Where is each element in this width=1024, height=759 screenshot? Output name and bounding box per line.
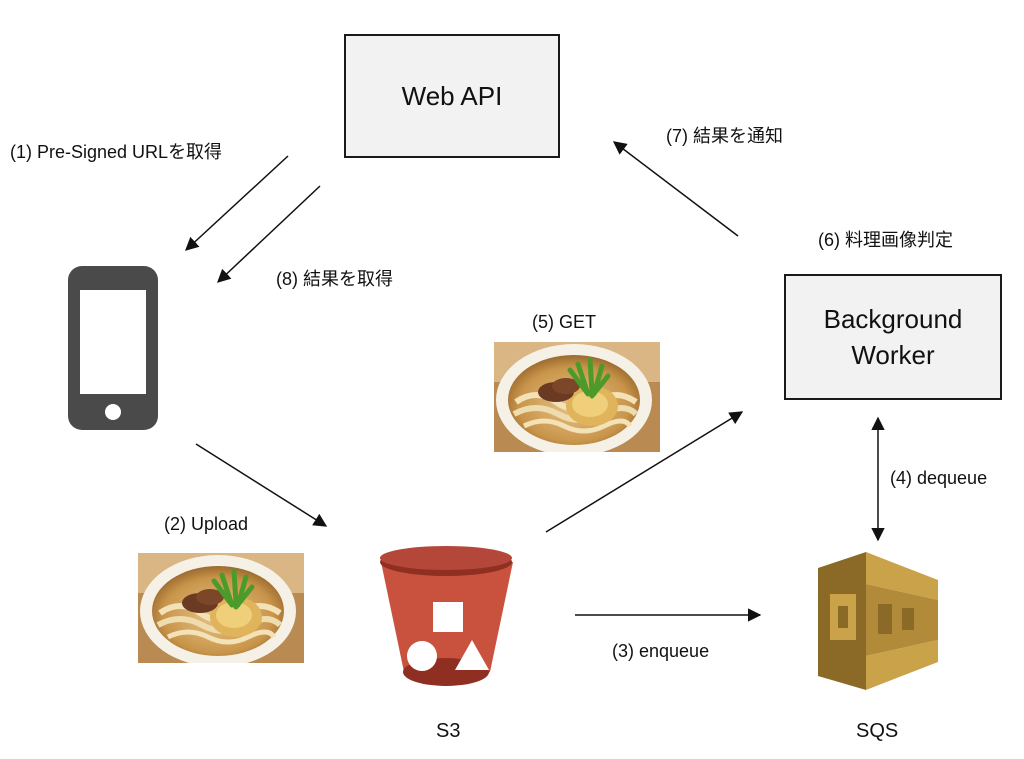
sqs-queue-icon <box>818 552 938 690</box>
background-worker-label: Background Worker <box>823 304 963 370</box>
arrow-step-2 <box>195 443 328 527</box>
step-2-label: (2) Upload <box>164 514 249 534</box>
s3-caption: S3 <box>436 720 461 742</box>
arrow-step-5 <box>545 411 744 533</box>
arrow-step-7 <box>612 141 739 237</box>
step-5-label: (5) GET <box>532 312 597 332</box>
udon-photo-get <box>494 342 660 456</box>
smartphone-icon <box>68 266 158 430</box>
step-8-label: (8) 結果を取得 <box>276 269 393 289</box>
arrow-step-8 <box>217 185 321 283</box>
web-api-box: Web API <box>344 34 560 158</box>
step-3-label: (3) enqueue <box>612 641 710 661</box>
arrow-step-1 <box>185 155 289 251</box>
step-1-label: (1) Pre-Signed URLを取得 <box>10 142 223 162</box>
step-6-label: (6) 料理画像判定 <box>818 230 953 250</box>
s3-bucket-icon <box>380 546 513 686</box>
sqs-caption: SQS <box>856 720 899 742</box>
web-api-label: Web API <box>401 81 503 111</box>
udon-photo-upload <box>138 553 304 667</box>
background-worker-box: Background Worker <box>784 274 1002 400</box>
step-7-label: (7) 結果を通知 <box>666 126 783 146</box>
step-4-label: (4) dequeue <box>890 468 988 488</box>
